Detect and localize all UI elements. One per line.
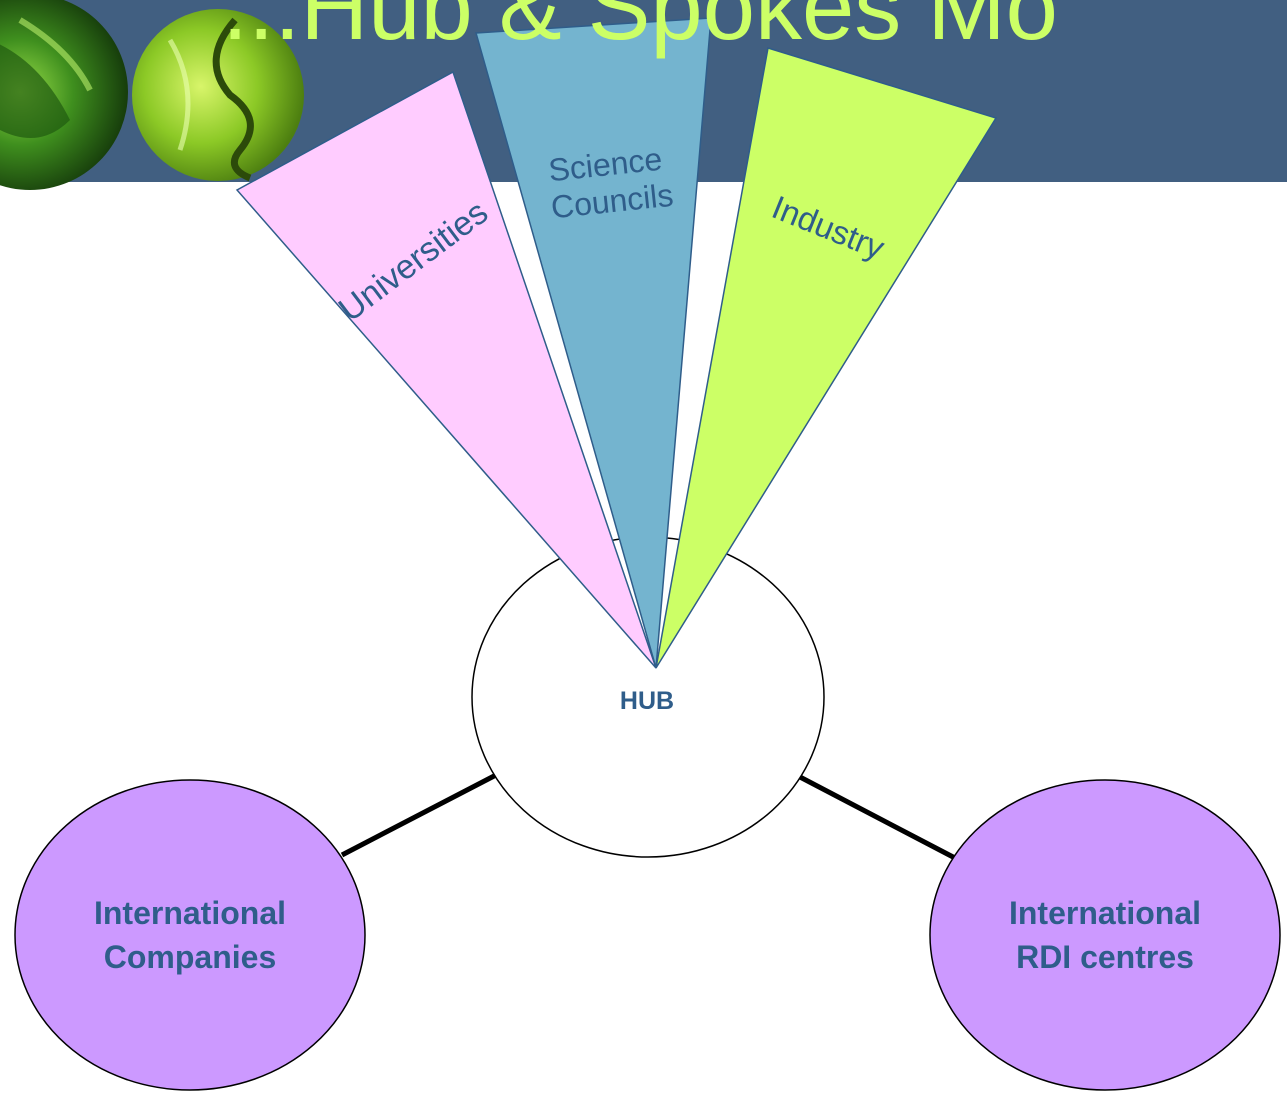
- spoke-label-science-councils: Science Councils: [547, 141, 675, 226]
- leaf-image-right: [132, 9, 304, 182]
- spoke-science-councils: [475, 17, 712, 669]
- spoke-industry: [655, 47, 998, 669]
- node-label-companies-line2: Companies: [104, 939, 276, 975]
- connector-hub-rdi: [798, 774, 957, 861]
- node-label-companies-line1: International: [94, 895, 286, 931]
- spoke-universities: [235, 70, 657, 669]
- connector-hub-companies: [340, 772, 498, 858]
- node-label-rdi-line2: RDI centres: [1016, 939, 1194, 975]
- node-label-rdi-line1: International: [1009, 895, 1201, 931]
- node-circle-rdi: [929, 779, 1281, 1091]
- slide-title: ...Hub & Spokes Mo: [222, 0, 1058, 59]
- hub-label: HUB: [620, 687, 674, 715]
- node-circle-companies: [14, 779, 366, 1091]
- leaf-image-left: [0, 0, 128, 190]
